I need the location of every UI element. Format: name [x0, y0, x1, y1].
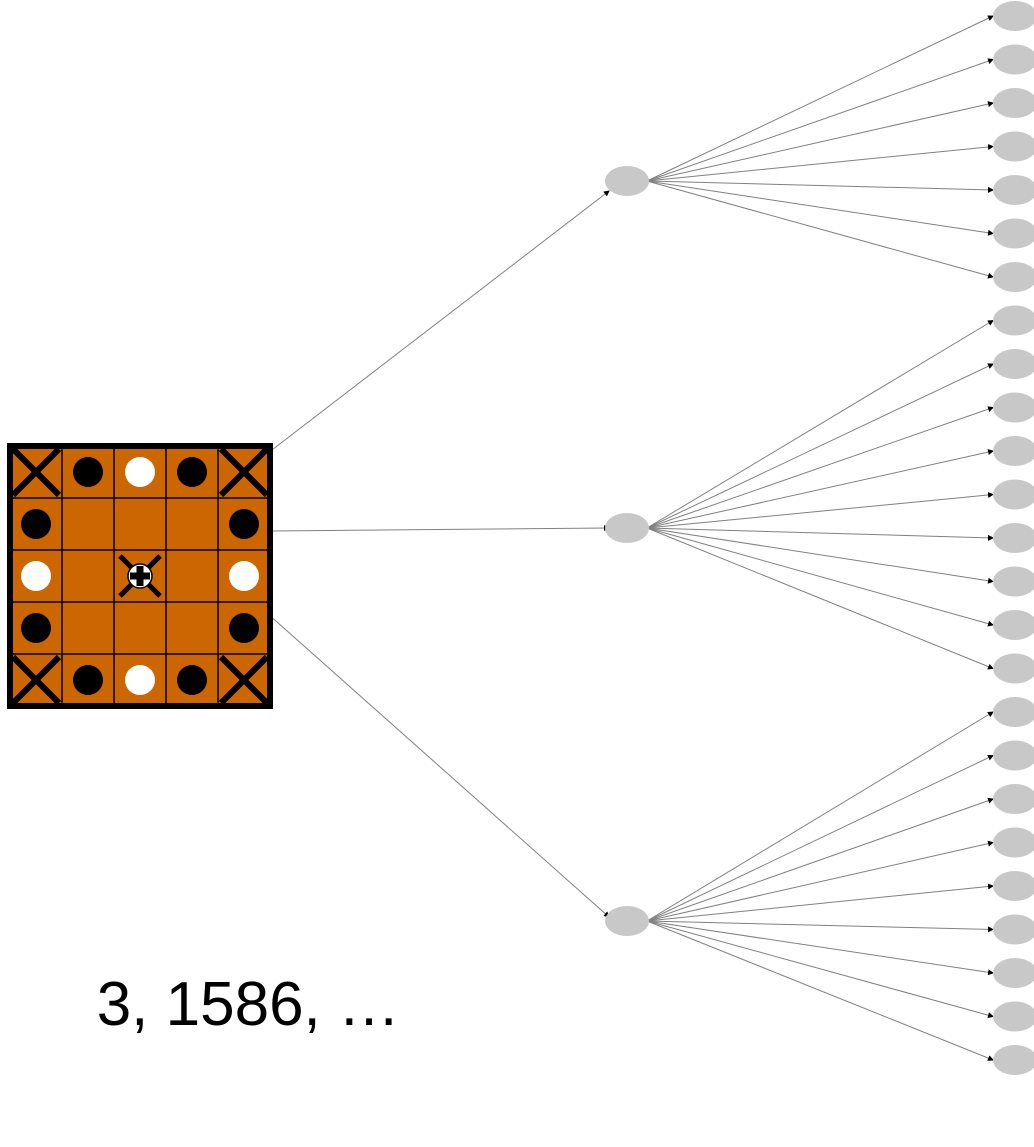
- tree-leaf-node: [993, 436, 1034, 466]
- tree-edge: [646, 527, 994, 541]
- tree-leaf-node: [993, 218, 1034, 249]
- tree-leaf-node: [993, 914, 1034, 945]
- tree-leaf-node: [993, 653, 1034, 684]
- tree-edge: [646, 883, 994, 922]
- tree-edge: [646, 449, 994, 529]
- tree-edge: [646, 101, 994, 182]
- tree-leaf-node: [993, 566, 1034, 597]
- tree-edges: [267, 15, 994, 1061]
- black-piece: [229, 509, 259, 539]
- tree-leaf-node: [993, 88, 1034, 118]
- black-piece: [177, 665, 207, 695]
- black-piece: [73, 665, 103, 695]
- tree-leaf-node: [993, 1001, 1034, 1032]
- black-piece: [73, 457, 103, 487]
- white-piece: [125, 665, 155, 695]
- tree-edge: [646, 15, 994, 182]
- tree-edge: [646, 180, 994, 193]
- black-piece: [21, 613, 51, 643]
- tree-edge: [646, 920, 994, 1061]
- tree-edge: [267, 613, 610, 918]
- tree-edge: [646, 406, 994, 529]
- tree-edge: [646, 920, 994, 1019]
- board-border: [7, 443, 273, 709]
- tree-edge: [646, 527, 994, 627]
- tree-leaf-node: [993, 1045, 1034, 1075]
- tree-leaf-node: [993, 479, 1034, 510]
- tree-edge: [646, 711, 994, 922]
- tree-nodes: [605, 1, 1034, 1075]
- tree-edge: [646, 920, 994, 976]
- tree-edge: [646, 180, 994, 236]
- tree-edge: [646, 754, 994, 922]
- tree-leaf-node: [993, 44, 1034, 75]
- tree-leaf-node: [993, 262, 1034, 292]
- tree-edge: [646, 527, 994, 584]
- tree-leaf-node: [993, 697, 1034, 727]
- tree-edge: [269, 525, 610, 532]
- white-piece: [125, 457, 155, 487]
- tree-edge: [646, 363, 994, 529]
- tree-node: [605, 906, 649, 936]
- tree-edge: [646, 58, 994, 182]
- white-piece: [21, 561, 51, 591]
- white-piece: [229, 561, 259, 591]
- sequence-text: 3, 1586, …: [96, 970, 400, 1039]
- tree-leaf-node: [993, 523, 1034, 553]
- tree-edge: [646, 319, 994, 529]
- tree-leaf-node: [993, 349, 1034, 379]
- tree-leaf-node: [993, 131, 1034, 162]
- game-board: [7, 443, 273, 709]
- tree-node: [605, 166, 649, 196]
- tree-edge: [267, 190, 610, 454]
- tree-leaf-node: [993, 827, 1034, 858]
- tree-edge: [646, 180, 994, 279]
- tree-leaf-node: [993, 1, 1034, 31]
- plus-vertical: [136, 566, 144, 586]
- tree-edge: [646, 920, 994, 933]
- tree-leaf-node: [993, 871, 1034, 901]
- tree-edge: [646, 840, 994, 922]
- corner-x-mark: [218, 654, 270, 706]
- tree-leaf-node: [993, 958, 1034, 988]
- tree-edge: [646, 527, 994, 670]
- black-piece: [21, 509, 51, 539]
- black-piece: [229, 613, 259, 643]
- tree-leaf-node: [993, 175, 1034, 205]
- corner-x-mark: [10, 654, 62, 706]
- tree-edge: [646, 491, 994, 529]
- tree-leaf-node: [993, 740, 1034, 771]
- corner-x-mark: [10, 446, 62, 498]
- tree-edge: [646, 144, 994, 182]
- tree-leaf-node: [993, 305, 1034, 336]
- corner-x-mark: [218, 446, 270, 498]
- tree-leaf-node: [993, 784, 1034, 814]
- tree-leaf-node: [993, 610, 1034, 640]
- tree-leaf-node: [993, 392, 1034, 423]
- tree-node: [605, 513, 649, 543]
- black-piece: [177, 457, 207, 487]
- tree-edge: [646, 797, 994, 922]
